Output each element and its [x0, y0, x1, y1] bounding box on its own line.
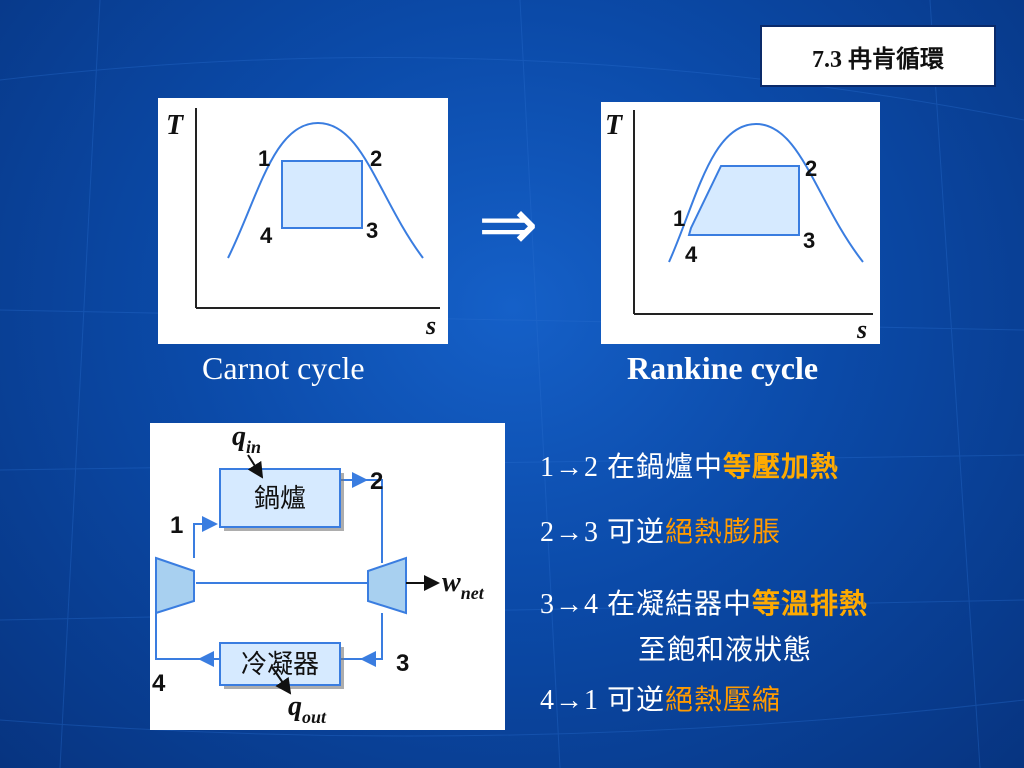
step-1-2-text: 1→2 在鍋爐中 — [540, 452, 724, 483]
boiler-box — [219, 468, 341, 528]
carnot-axis-t-label: T — [166, 110, 185, 141]
rankine-point-2: 2 — [805, 156, 817, 181]
rankine-point-3: 3 — [803, 228, 815, 253]
carnot-point-2: 2 — [370, 146, 382, 171]
carnot-point-3: 3 — [366, 218, 378, 243]
step-3-4-highlight: 等溫排熱 — [752, 589, 869, 620]
schematic-point-2: 2 — [370, 468, 383, 495]
rankine-caption: Rankine cycle — [627, 350, 819, 386]
rankine-axis-t-label: T — [605, 110, 624, 141]
rankine-point-4: 4 — [685, 242, 698, 267]
rankine-axis-s-label: s — [856, 315, 867, 344]
pipe-turbine-to-condenser — [340, 613, 383, 660]
q-in-arrow — [247, 454, 264, 479]
condenser-label: 冷凝器 — [241, 649, 319, 679]
step-3-4-text: 3→4 在凝結器中 — [540, 589, 753, 620]
pipe-pump-to-boiler — [193, 516, 218, 558]
slide-title: 7.3 冉肯循環 — [760, 25, 996, 87]
carnot-caption: Carnot cycle — [202, 350, 365, 386]
wnet-label: wnet — [442, 567, 485, 603]
step-3-4: 3→4 在凝結器中等溫排熱 — [540, 582, 868, 622]
carnot-dome-curve — [227, 121, 424, 259]
rankine-point-1: 1 — [673, 206, 685, 231]
schematic-point-3: 3 — [396, 650, 409, 677]
step-2-3-text: 2→3 可逆 — [540, 517, 666, 548]
carnot-axis-s-label: s — [425, 311, 436, 340]
carnot-diagram: T s 1 2 3 4 — [158, 98, 448, 344]
step-1-2: 1→2 在鍋爐中等壓加熱 — [540, 445, 839, 485]
carnot-point-4: 4 — [260, 223, 273, 248]
step-3-4-continuation: 至飽和液狀態 — [638, 635, 813, 666]
rankine-dome-curve — [668, 122, 864, 263]
pump-shape — [155, 556, 195, 615]
pipe-condenser-to-pump — [155, 613, 220, 660]
step-4-1-highlight: 絕熱壓縮 — [665, 685, 782, 716]
rankine-schematic: 鍋爐 冷凝器 qin qout wnet 1 2 3 4 — [150, 421, 505, 730]
step-4-1-text: 4→1 可逆 — [540, 685, 666, 716]
q-in-label: qin — [232, 423, 261, 457]
implies-arrow-icon: ⇒ — [478, 182, 539, 266]
step-2-3: 2→3 可逆絕熱膨脹 — [540, 510, 781, 550]
carnot-point-1: 1 — [258, 146, 270, 171]
step-1-2-highlight: 等壓加熱 — [723, 452, 840, 483]
rankine-cycle-area — [687, 165, 800, 236]
boiler-label: 鍋爐 — [254, 483, 306, 513]
turbine-shape — [367, 556, 407, 615]
rankine-diagram: T s 1 2 3 4 — [601, 102, 880, 344]
q-out-label: qout — [288, 691, 327, 727]
schematic-point-4: 4 — [152, 670, 166, 697]
step-4-1: 4→1 可逆絕熱壓縮 — [540, 678, 781, 718]
step-2-3-highlight: 絕熱膨脹 — [665, 517, 782, 548]
carnot-cycle-area — [281, 160, 363, 229]
schematic-point-1: 1 — [170, 512, 183, 539]
q-out-arrow — [271, 666, 292, 695]
